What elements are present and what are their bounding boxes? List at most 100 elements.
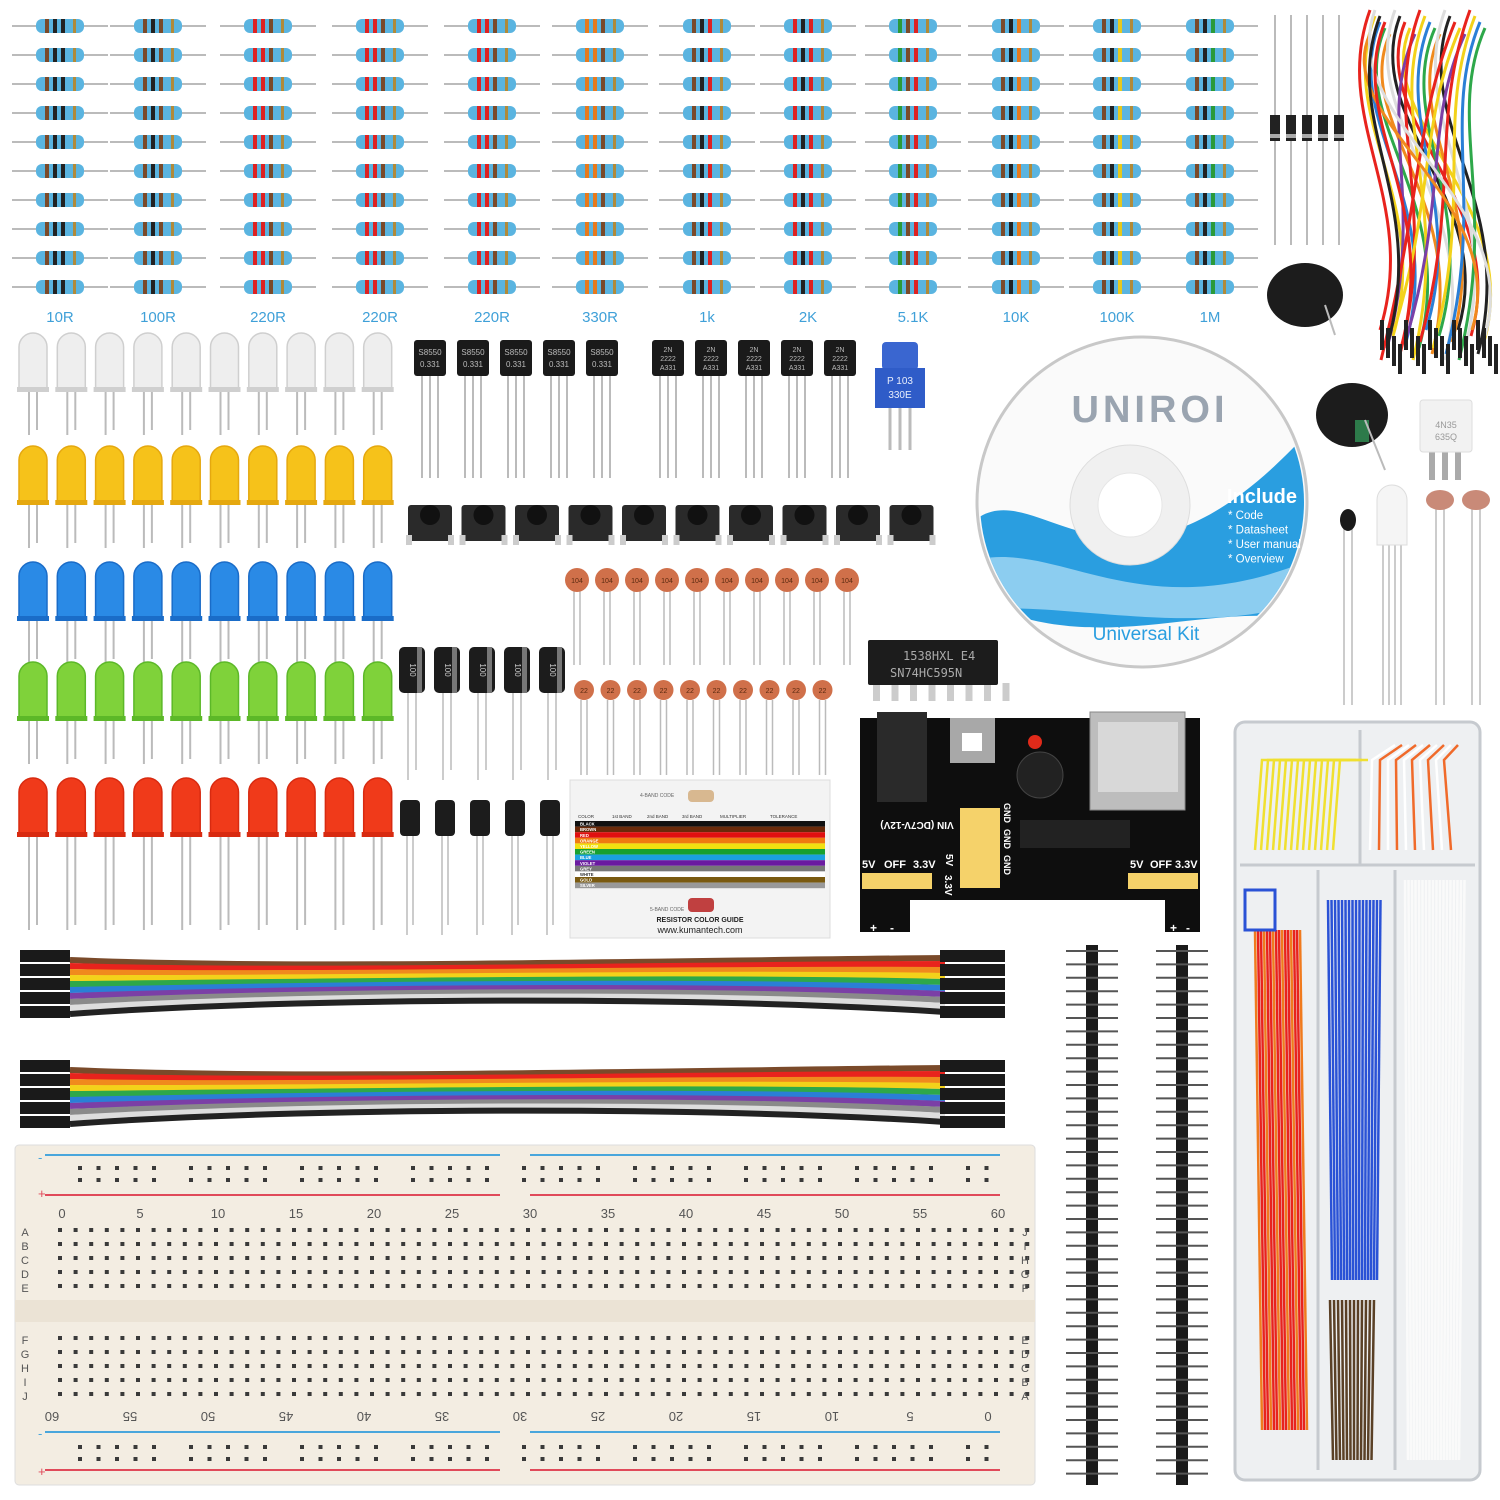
- small-electrolytic-capacitor: [400, 800, 420, 935]
- row-letter: H: [21, 1363, 29, 1375]
- resistor-body: [889, 280, 937, 294]
- jumper-white: [1417, 879, 1422, 1461]
- resistor-band: [1195, 164, 1199, 178]
- resistor-body: [1093, 280, 1141, 294]
- dupont-wire: [69, 1099, 946, 1115]
- jumper-red: [1289, 929, 1300, 1431]
- ceramic-capacitor-104: 104: [805, 568, 829, 665]
- resistor-band: [53, 193, 57, 207]
- resistor-band: [73, 48, 76, 62]
- jumper-white: [1414, 879, 1419, 1461]
- resistor-band: [281, 77, 284, 91]
- led-rim: [285, 616, 318, 621]
- resistor-band: [143, 164, 147, 178]
- resistor-band: [253, 222, 257, 236]
- row-letter: I: [23, 1377, 26, 1389]
- rail-plus-label: +: [38, 1186, 46, 1201]
- resistor-body: [683, 19, 731, 33]
- column-number: 15: [289, 1206, 303, 1221]
- led-body: [171, 777, 201, 835]
- cap-body: [775, 568, 799, 592]
- resistor-body: [468, 222, 516, 236]
- resistor-band: [708, 251, 712, 265]
- resistor-band: [720, 280, 723, 294]
- resistor-body: [576, 135, 624, 149]
- resistor-band: [613, 193, 616, 207]
- jumper-pin: [1392, 336, 1396, 366]
- switch-label: OFF: [1150, 859, 1172, 871]
- ceramic-capacitor-22: 22: [600, 680, 621, 775]
- resistor-body: [1093, 48, 1141, 62]
- column-number: 0: [984, 1409, 991, 1424]
- led-rim: [208, 500, 241, 505]
- cap-body: [786, 680, 806, 700]
- card-color-name: BROWN: [580, 827, 596, 832]
- push-buttons: [406, 505, 936, 545]
- transistor-marking: 2N: [793, 347, 802, 354]
- resistor-band: [1001, 193, 1005, 207]
- resistor-body: [36, 164, 84, 178]
- resistor-band: [692, 135, 696, 149]
- resistor-band: [1029, 251, 1032, 265]
- resistor-body: [356, 280, 404, 294]
- dupont-wire: [69, 989, 946, 1005]
- resistor-band: [914, 280, 918, 294]
- cap-marking: 104: [811, 578, 823, 585]
- button-pin: [620, 535, 626, 545]
- resistor-band: [1211, 251, 1215, 265]
- resistor-band: [393, 19, 396, 33]
- resistor-band: [1211, 164, 1215, 178]
- cap-marking: 22: [739, 688, 747, 695]
- jumper-brown: [1328, 1299, 1335, 1461]
- resistor-band: [485, 48, 489, 62]
- resistor-body: [1186, 77, 1234, 91]
- led: [170, 332, 203, 435]
- led-rim: [246, 832, 279, 837]
- card-column-header: 2nd BAND: [647, 814, 669, 819]
- resistor-band: [692, 193, 696, 207]
- led: [17, 661, 49, 764]
- resistor-band: [281, 222, 284, 236]
- resistor-band: [1118, 77, 1122, 91]
- resistor-band: [613, 77, 616, 91]
- resistor-band: [1211, 280, 1215, 294]
- cap-marking: 104: [721, 578, 733, 585]
- cd-light-wave: [980, 557, 1304, 619]
- row-letter: G: [21, 1349, 30, 1361]
- resistor-body: [244, 106, 292, 120]
- row-letter: A: [21, 1227, 29, 1239]
- resistor-band: [253, 19, 257, 33]
- resistor-band: [1130, 222, 1133, 236]
- resistor-band: [45, 193, 49, 207]
- resistor-band: [151, 19, 155, 33]
- resistor-band: [159, 77, 163, 91]
- resistor-value-label: 10K: [1003, 309, 1030, 326]
- led-body: [18, 561, 48, 619]
- cap-marking: 100: [408, 663, 417, 677]
- resistor-band: [505, 193, 508, 207]
- row-letter: E: [1021, 1335, 1028, 1347]
- resistor-body: [134, 164, 182, 178]
- jumper-wire: [1367, 15, 1401, 343]
- cap-marking: 100: [478, 663, 487, 677]
- resistor-band: [801, 280, 805, 294]
- resistor-band: [373, 106, 377, 120]
- jumper-white: [1430, 879, 1435, 1461]
- resistor-body: [784, 135, 832, 149]
- opto-pin: [1455, 450, 1461, 480]
- resistor-body: [134, 135, 182, 149]
- resistor-band: [708, 193, 712, 207]
- cap-body: [627, 680, 647, 700]
- resistor-band: [1001, 222, 1005, 236]
- resistor-band: [485, 77, 489, 91]
- resistor-band: [1203, 251, 1207, 265]
- resistor-band: [809, 164, 813, 178]
- led-rim: [208, 387, 241, 392]
- resistor-band: [151, 77, 155, 91]
- led: [246, 661, 279, 764]
- resistor-band: [261, 106, 265, 120]
- led-rim: [17, 832, 49, 837]
- resistor-band: [1223, 280, 1226, 294]
- cd-include-title: Include: [1227, 486, 1297, 508]
